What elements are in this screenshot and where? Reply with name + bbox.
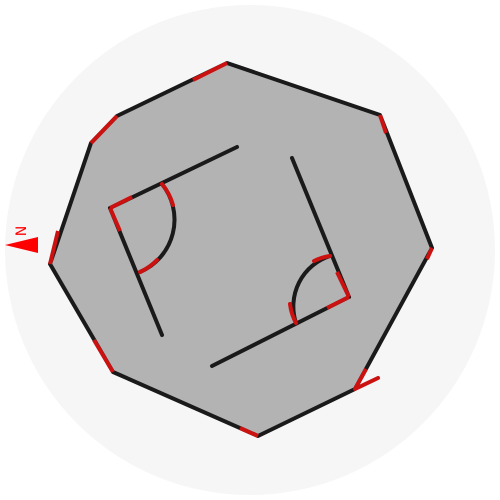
joint-marker (192, 61, 228, 82)
inner-wall-left (108, 145, 239, 337)
joint-marker (48, 230, 60, 265)
door-jamb-marker (326, 295, 350, 310)
door-jamb-marker (335, 271, 351, 298)
door-swing-arc-marker (160, 182, 175, 207)
compass[interactable]: N (5, 226, 38, 253)
door-swing-arc-marker (138, 258, 159, 274)
joint-marker (92, 338, 115, 374)
door-swing-arc-marker (312, 254, 332, 263)
door-swing-arc-marker (288, 302, 298, 325)
joint-marker (239, 426, 259, 438)
compass-north-label: N (14, 226, 30, 236)
wall-joint-markers (48, 61, 434, 438)
joint-marker (378, 114, 388, 134)
wall-segment (210, 295, 351, 368)
exit-door[interactable] (353, 376, 380, 391)
joint-marker (425, 247, 434, 260)
inner-wall-right (210, 156, 351, 368)
north-arrow-icon (5, 237, 38, 253)
joint-marker (89, 114, 119, 145)
door-jamb-marker (108, 207, 122, 232)
joint-marker (353, 368, 368, 390)
door-jamb-marker (109, 195, 133, 210)
